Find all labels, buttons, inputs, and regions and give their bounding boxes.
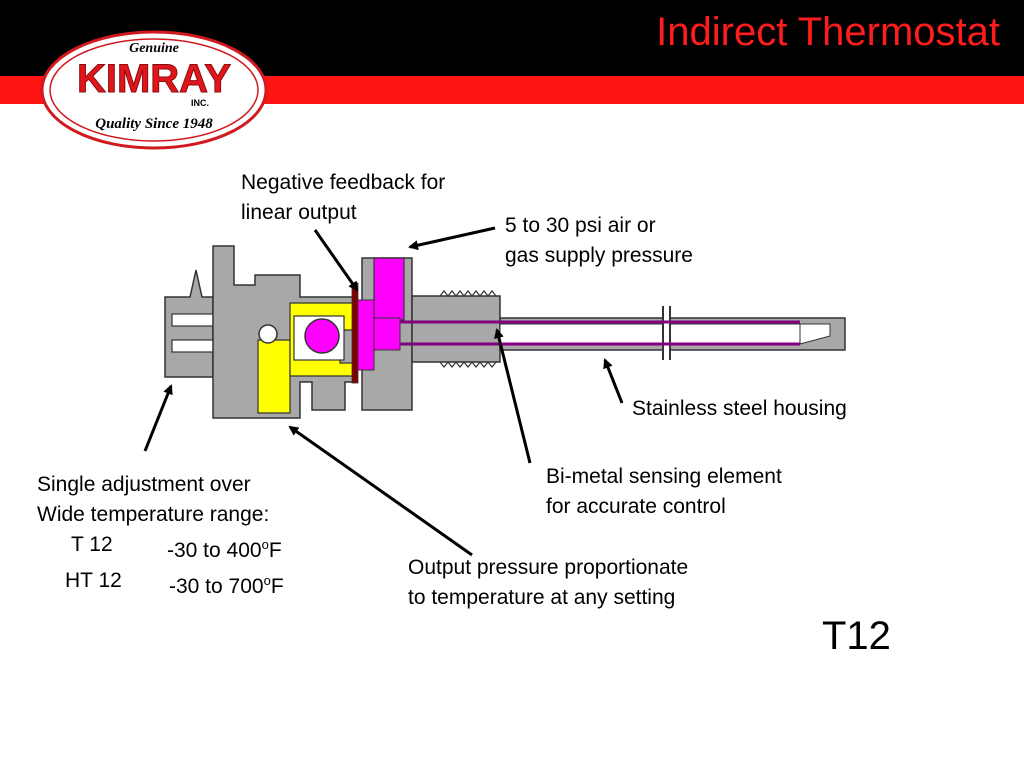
feedback-diaphragm bbox=[351, 282, 359, 384]
range-model-t12: T 12 bbox=[71, 533, 113, 556]
bimetal-cup-magenta bbox=[373, 317, 401, 351]
range-value-ht12: -30 to 700oF bbox=[169, 573, 284, 598]
arrow-supply-pressure bbox=[408, 226, 496, 251]
thread-teeth-top bbox=[439, 290, 497, 297]
threaded-neck bbox=[411, 295, 501, 363]
range-value-t12: -30 to 400oF bbox=[167, 537, 282, 562]
label-adjustment: Single adjustment over Wide temperature … bbox=[37, 470, 284, 602]
housing-bore bbox=[499, 323, 801, 345]
label-housing: Stainless steel housing bbox=[632, 397, 847, 420]
label-output-pressure-line2: to temperature at any setting bbox=[408, 586, 676, 609]
arrow-housing bbox=[603, 358, 624, 404]
arrow-output-pressure bbox=[288, 425, 473, 557]
valve-ball bbox=[304, 318, 340, 354]
label-supply-pressure-line2: gas supply pressure bbox=[505, 244, 693, 267]
label-output-pressure-line1: Output pressure proportionate bbox=[408, 556, 689, 579]
range-model-ht12: HT 12 bbox=[65, 569, 122, 592]
label-bimetal: Bi-metal sensing element for accurate co… bbox=[546, 462, 782, 522]
output-passage-yellow bbox=[257, 339, 291, 414]
label-negative-feedback-line1: Negative feedback for bbox=[241, 171, 446, 194]
page-title: Indirect Thermostat bbox=[656, 10, 1000, 54]
kimray-logo: Genuine KIMRAY INC. Quality Since 1948 bbox=[40, 30, 268, 150]
label-adjustment-line1: Single adjustment over bbox=[37, 473, 251, 496]
label-negative-feedback: Negative feedback for linear output bbox=[241, 168, 445, 228]
label-bimetal-line2: for accurate control bbox=[546, 495, 726, 518]
label-supply-pressure-line1: 5 to 30 psi air or bbox=[505, 214, 656, 237]
label-adjustment-line2: Wide temperature range: bbox=[37, 503, 270, 526]
logo-brand: KIMRAY bbox=[77, 57, 231, 101]
label-bimetal-line1: Bi-metal sensing element bbox=[546, 465, 782, 488]
pilot-ball bbox=[258, 324, 278, 344]
label-negative-feedback-line2: linear output bbox=[241, 201, 357, 224]
logo-suffix: INC. bbox=[191, 98, 209, 108]
arrow-negative-feedback bbox=[313, 229, 359, 292]
arrow-adjustment bbox=[143, 384, 173, 452]
label-supply-pressure: 5 to 30 psi air or gas supply pressure bbox=[505, 211, 693, 271]
range-row-t12: T 12 -30 to 400oF bbox=[37, 530, 284, 566]
logo-tagline: Quality Since 1948 bbox=[95, 116, 213, 132]
range-row-ht12: HT 12 -30 to 700oF bbox=[37, 566, 284, 602]
model-label: T12 bbox=[822, 614, 891, 658]
thread-teeth-bottom bbox=[439, 361, 497, 368]
logo-top-word: Genuine bbox=[129, 41, 179, 56]
supply-port-magenta bbox=[373, 257, 405, 321]
housing-tip bbox=[799, 323, 831, 345]
arrow-bimetal bbox=[494, 328, 532, 464]
label-output-pressure: Output pressure proportionate to tempera… bbox=[408, 553, 688, 613]
